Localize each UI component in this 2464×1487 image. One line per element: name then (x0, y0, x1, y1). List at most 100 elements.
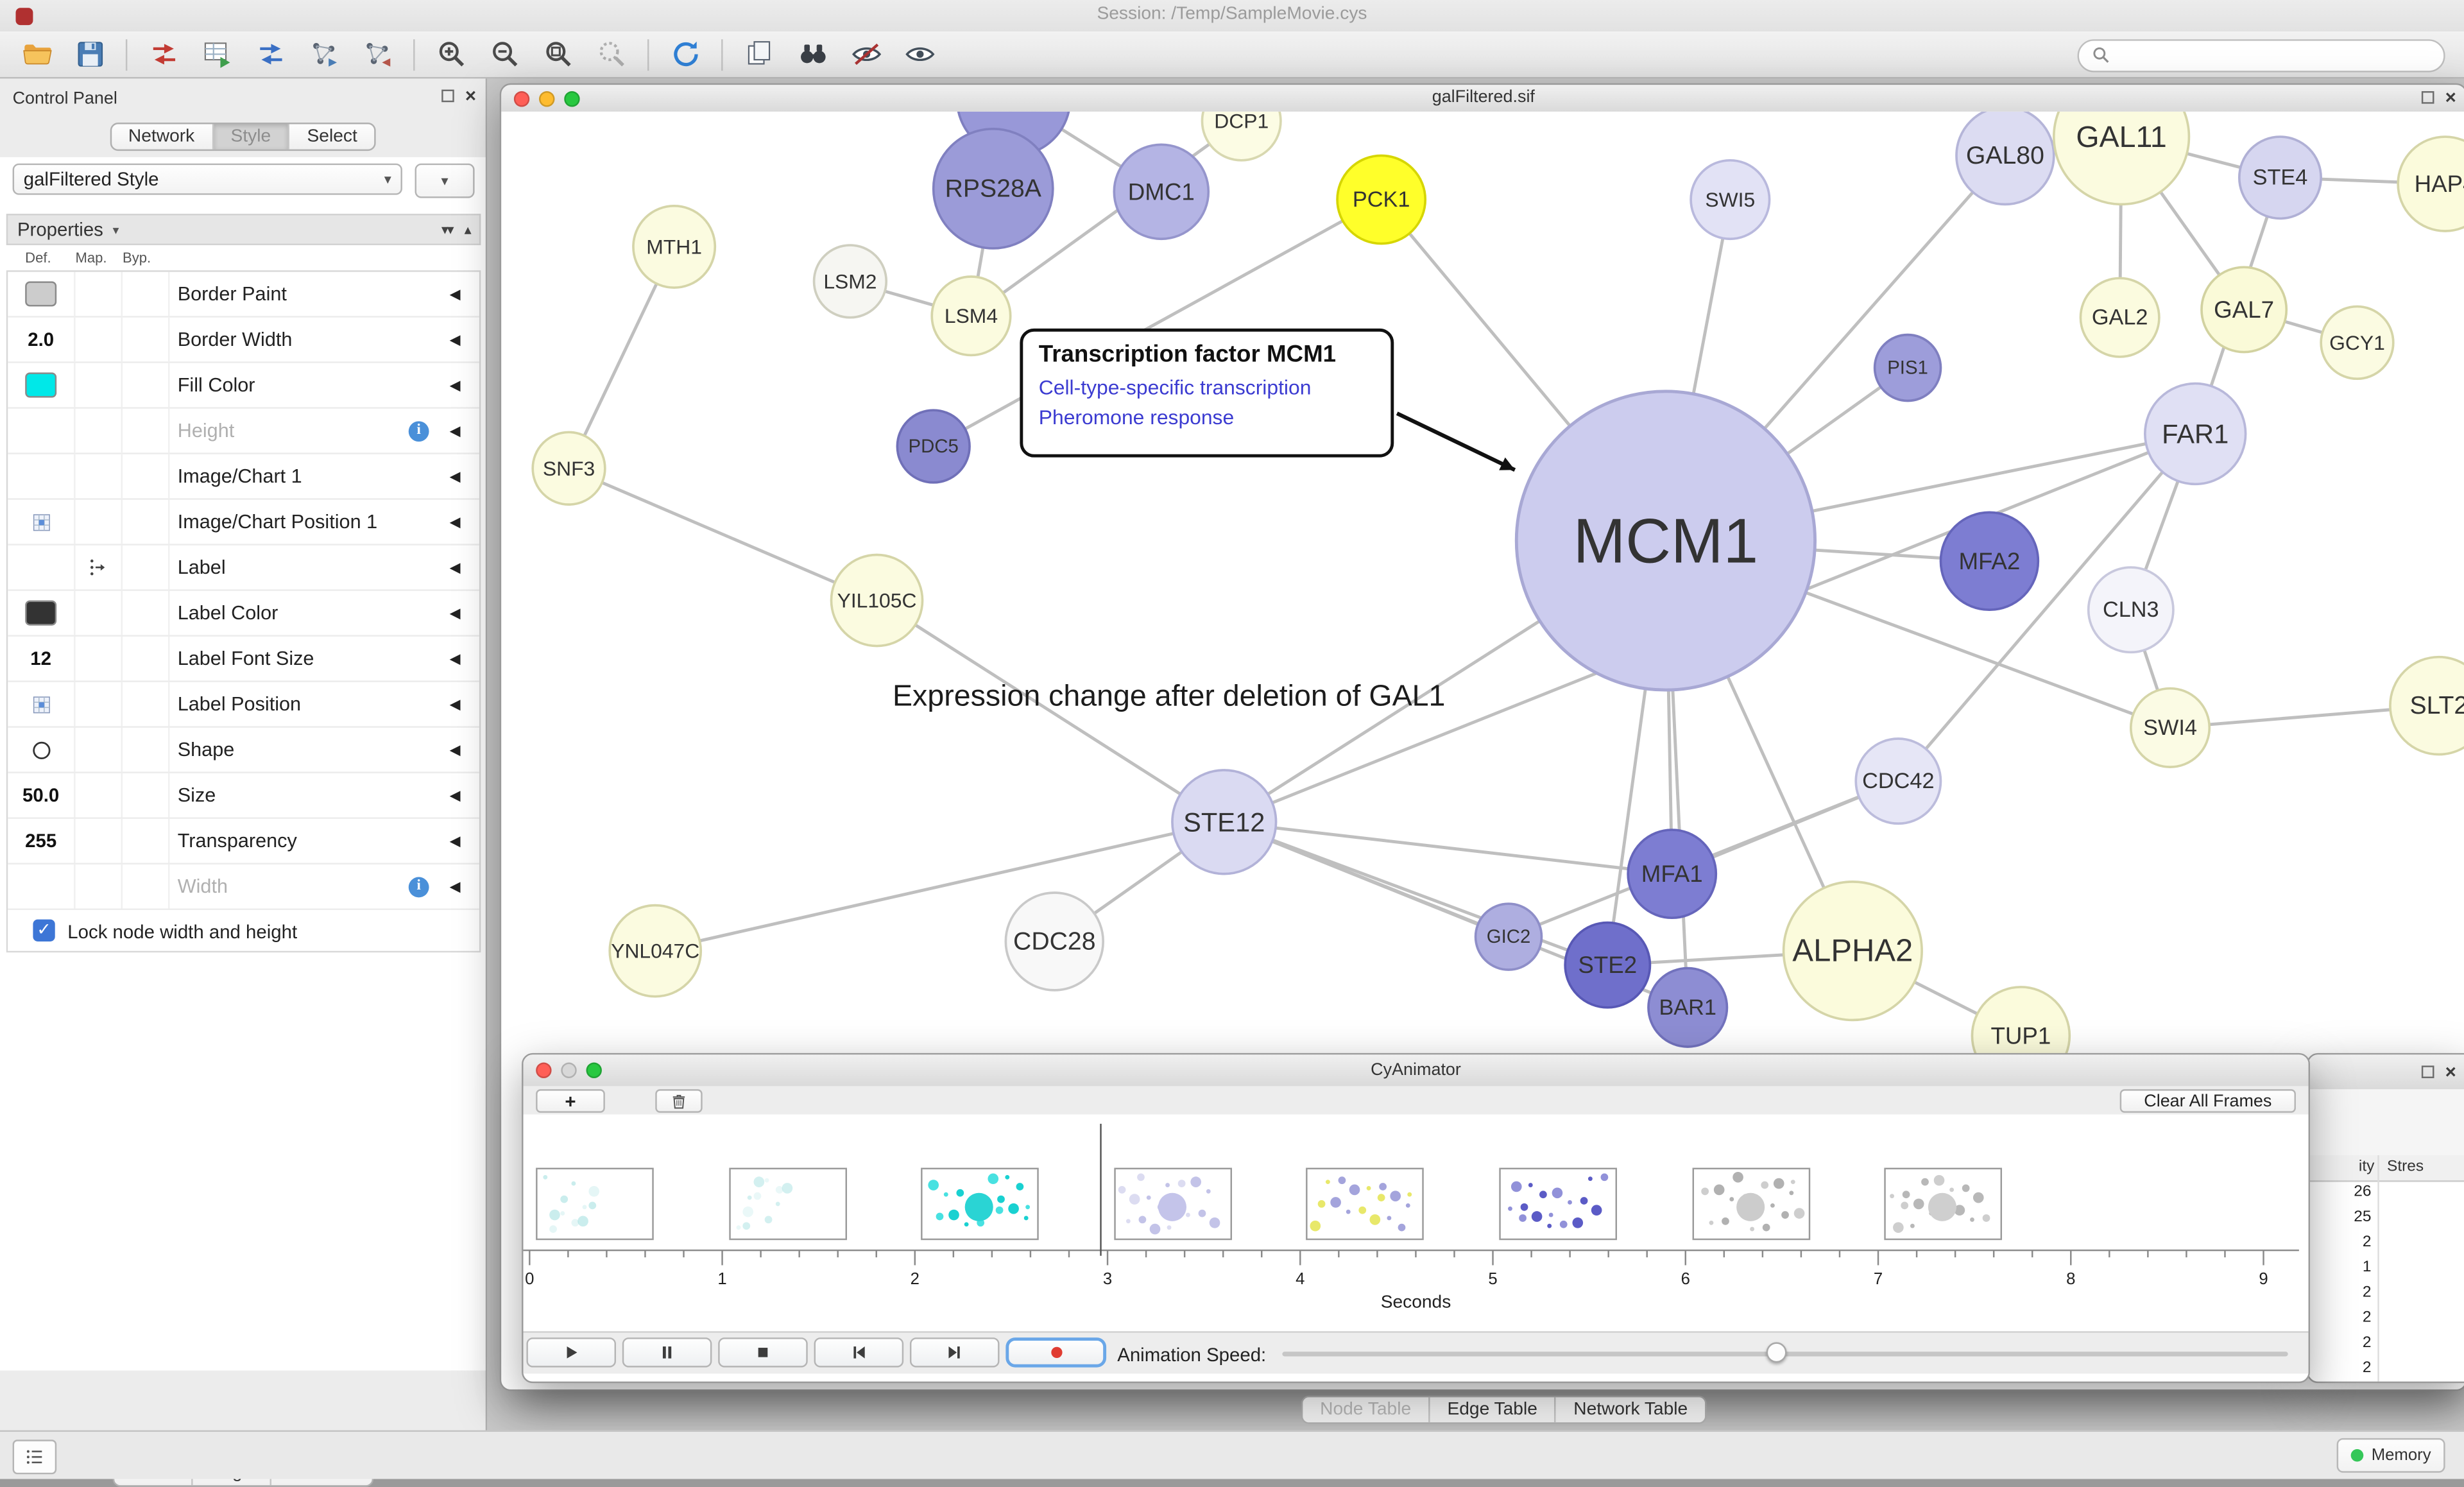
bypass-cell[interactable] (121, 773, 170, 818)
mapping-cell[interactable] (74, 545, 123, 590)
close-window-icon[interactable] (536, 1062, 552, 1079)
style-options-button[interactable]: ▾ (415, 163, 475, 198)
frame-thumbnail-4[interactable] (1306, 1167, 1424, 1241)
bypass-cell[interactable] (121, 317, 170, 362)
node-STE2[interactable] (1564, 921, 1652, 1009)
open-session-icon[interactable] (13, 34, 60, 75)
expand-row-icon[interactable]: ◀ (449, 787, 461, 804)
default-value-cell[interactable]: 255 (8, 818, 76, 863)
memory-button[interactable]: Memory (2336, 1438, 2445, 1473)
snapshot-icon[interactable] (735, 34, 782, 75)
default-value-cell[interactable] (8, 682, 76, 726)
expand-row-icon[interactable]: ◀ (449, 513, 461, 530)
bypass-cell[interactable] (121, 727, 170, 772)
default-value-cell[interactable] (8, 499, 76, 544)
node-LSM4[interactable] (930, 275, 1012, 357)
zoom-in-icon[interactable] (427, 34, 474, 75)
record-button[interactable] (1005, 1337, 1107, 1368)
node-GCY1[interactable] (2320, 305, 2395, 381)
speed-slider-handle[interactable] (1766, 1341, 1787, 1362)
default-value-cell[interactable]: 50.0 (8, 773, 76, 818)
node-YNL047C[interactable] (608, 904, 703, 998)
mapping-cell[interactable] (74, 317, 123, 362)
annotation-link[interactable]: Cell-type-specific transcription (1038, 375, 1312, 400)
cyanimator-titlebar[interactable]: CyAnimator (523, 1054, 2309, 1088)
close-view-icon[interactable]: × (2445, 86, 2456, 108)
property-row-image-chart-position-1[interactable]: Image/Chart Position 1◀ (8, 499, 479, 546)
table-row[interactable]: 1 (2309, 1256, 2464, 1281)
mapping-cell[interactable] (74, 408, 123, 453)
node-CDC28[interactable] (1004, 891, 1105, 992)
node-ALPHA2[interactable] (1782, 881, 1923, 1022)
node-GAL80[interactable] (1955, 111, 2055, 206)
frame-thumbnail-3[interactable] (1114, 1167, 1233, 1241)
frame-thumbnail-2[interactable] (921, 1167, 1039, 1241)
node-DCP1[interactable] (1201, 111, 1282, 162)
export-network-icon[interactable] (246, 34, 293, 75)
mapping-cell[interactable] (74, 454, 123, 499)
column-header[interactable]: ity (2358, 1158, 2375, 1176)
skip-end-button[interactable] (909, 1337, 1000, 1368)
bypass-cell[interactable] (121, 499, 170, 544)
default-value-cell[interactable] (8, 727, 76, 772)
minimize-window-icon[interactable] (561, 1062, 577, 1079)
mapping-cell[interactable] (74, 636, 123, 681)
bypass-cell[interactable] (121, 545, 170, 590)
minimize-window-icon[interactable] (539, 90, 555, 107)
expand-row-icon[interactable]: ◀ (449, 650, 461, 667)
default-value-cell[interactable] (8, 408, 76, 453)
table-row[interactable]: 26 (2309, 1180, 2464, 1205)
collapse-all-icon[interactable]: ▾▾ (441, 221, 454, 237)
default-value-cell[interactable] (8, 363, 76, 408)
bypass-cell[interactable] (121, 363, 170, 408)
column-header[interactable]: Stres (2387, 1158, 2424, 1176)
table-row[interactable]: 2 (2309, 1331, 2464, 1356)
close-window-icon[interactable] (513, 90, 530, 107)
close-panel-icon[interactable]: × (465, 85, 477, 107)
bypass-cell[interactable] (121, 271, 170, 316)
node-PIS1[interactable] (1873, 333, 1942, 402)
expand-row-icon[interactable]: ◀ (449, 422, 461, 439)
expand-row-icon[interactable]: ◀ (449, 741, 461, 758)
import-table-icon[interactable] (193, 34, 240, 75)
node-HAP4[interactable] (2397, 135, 2464, 232)
zoom-out-icon[interactable] (481, 34, 527, 75)
node-GAL11[interactable] (2053, 111, 2191, 206)
skip-start-button[interactable] (814, 1337, 904, 1368)
node-SLT2[interactable] (2389, 655, 2464, 756)
network-from-file-icon[interactable] (300, 34, 347, 75)
node-FAR1[interactable] (2144, 382, 2247, 486)
table-tab-node-table[interactable]: Node Table (1320, 1400, 1412, 1420)
table-row[interactable]: 2 (2309, 1231, 2464, 1256)
mapping-cell[interactable] (74, 727, 123, 772)
float-window-icon[interactable] (441, 89, 454, 103)
node-DMC1[interactable] (1113, 143, 1210, 241)
expand-row-icon[interactable]: ◀ (449, 331, 461, 348)
frame-thumbnail-6[interactable] (1692, 1167, 1811, 1241)
info-icon[interactable]: i (408, 876, 429, 897)
export-image-icon[interactable] (354, 34, 400, 75)
node-STE4[interactable] (2237, 135, 2322, 220)
add-frame-button[interactable]: + (536, 1089, 605, 1113)
node-LSM2[interactable] (812, 244, 888, 319)
bypass-cell[interactable] (121, 636, 170, 681)
table-row[interactable]: 2 (2309, 1306, 2464, 1331)
table-row[interactable]: 2 (2309, 1356, 2464, 1381)
expand-row-icon[interactable]: ◀ (449, 832, 461, 849)
expand-row-icon[interactable]: ◀ (449, 559, 461, 576)
mapping-cell[interactable] (74, 590, 123, 635)
mapping-cell[interactable] (74, 271, 123, 316)
property-row-shape[interactable]: Shape◀ (8, 727, 479, 773)
property-row-label-position[interactable]: Label Position◀ (8, 682, 479, 728)
frame-thumbnail-7[interactable] (1884, 1167, 2003, 1241)
table-row[interactable]: 2 (2309, 1382, 2464, 1383)
node-GAL7[interactable] (2200, 266, 2288, 354)
expand-row-icon[interactable]: ◀ (449, 286, 461, 302)
default-value-cell[interactable] (8, 545, 76, 590)
clear-all-frames-button[interactable]: Clear All Frames (2119, 1089, 2296, 1113)
